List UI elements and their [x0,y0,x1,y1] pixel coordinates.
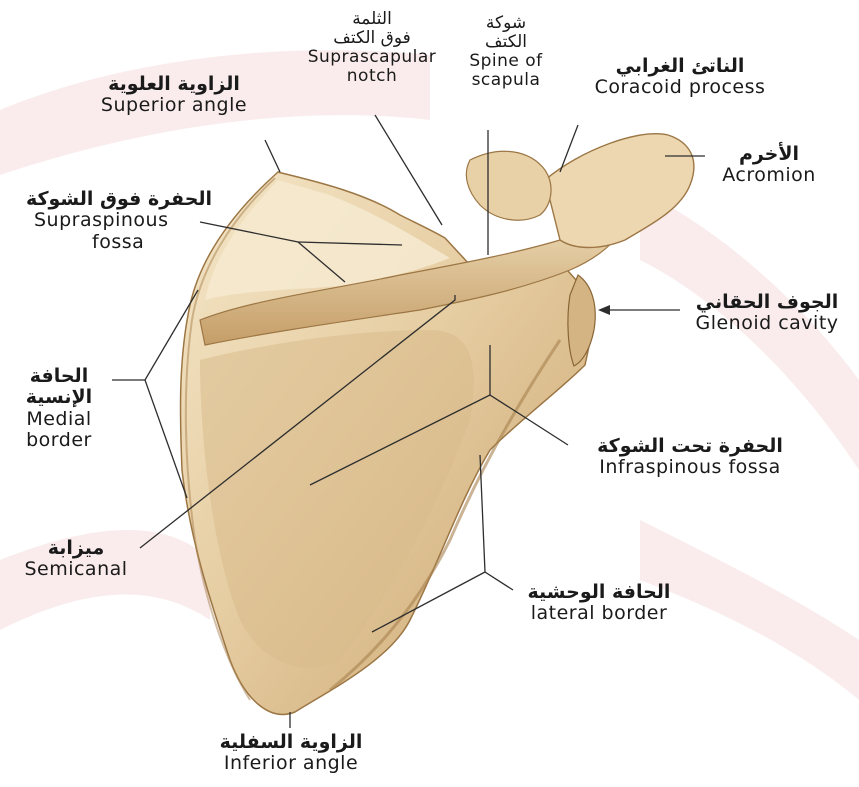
label-en-line2: notch [272,67,472,86]
label-ar-line1: الثلمة [272,10,472,29]
label-ar: الزاوية العلوية [78,74,270,95]
label-en: lateral border [508,603,690,624]
label-supraspinous-fossa: الحفرة فوق الشوكة Supraspinous fossa [2,189,236,253]
label-ar: الناتئ الغرابي [566,56,794,77]
label-spine-of-scapula: شوكة الكتف Spine of scapula [446,14,566,90]
label-en: Acromion [702,165,836,186]
label-lateral-border: الحافة الوحشية lateral border [508,582,690,625]
label-en-line2: border [0,430,118,451]
label-en-line1: Spine of [446,52,566,71]
label-ar-line1: الحافة [0,366,118,387]
label-en-line1: Supraspinous [2,210,236,231]
label-coracoid-process: الناتئ الغرابي Coracoid process [566,56,794,99]
label-en: Glenoid cavity [678,313,856,334]
label-ar-line2: فوق الكتف [272,29,472,48]
label-ar: ميزابة [10,538,142,559]
scapula-bone [180,134,693,715]
label-ar-line1: شوكة [446,14,566,33]
label-en-line1: Suprascapular [272,48,472,67]
label-ar-line2: الإنسية [0,387,118,408]
glenoid-arrowhead [598,305,610,315]
coracoid-process [466,151,551,220]
glenoid-cavity-shape [568,275,595,366]
label-ar: الأخرم [702,144,836,165]
label-semicanal: ميزابة Semicanal [10,538,142,581]
label-ar: الجوف الحقاني [678,292,856,313]
infraspinous-shade [200,330,474,668]
label-en-line2: scapula [446,71,566,90]
label-en: Superior angle [78,95,270,116]
label-ar: الحفرة تحت الشوكة [574,436,806,457]
label-suprascapular-notch: الثلمة فوق الكتف Suprascapular notch [272,10,472,86]
label-ar: الزاوية السفلية [198,732,384,753]
label-inferior-angle: الزاوية السفلية Inferior angle [198,732,384,775]
label-ar: الحفرة فوق الشوكة [2,189,236,210]
label-medial-border: الحافة الإنسية Medial border [0,366,118,451]
label-ar-line2: الكتف [446,33,566,52]
label-superior-angle: الزاوية العلوية Superior angle [78,74,270,117]
leader-superior-angle [265,140,280,172]
label-glenoid-cavity: الجوف الحقاني Glenoid cavity [678,292,856,335]
label-infraspinous-fossa: الحفرة تحت الشوكة Infraspinous fossa [574,436,806,479]
leader-lateral-border [480,455,513,590]
label-en-line2: fossa [2,232,236,253]
label-en: Inferior angle [198,753,384,774]
label-en: Coracoid process [566,77,794,98]
label-en: Infraspinous fossa [574,457,806,478]
label-en: Semicanal [10,559,142,580]
label-acromion: الأخرم Acromion [702,144,836,187]
label-ar: الحافة الوحشية [508,582,690,603]
label-en-line1: Medial [0,409,118,430]
